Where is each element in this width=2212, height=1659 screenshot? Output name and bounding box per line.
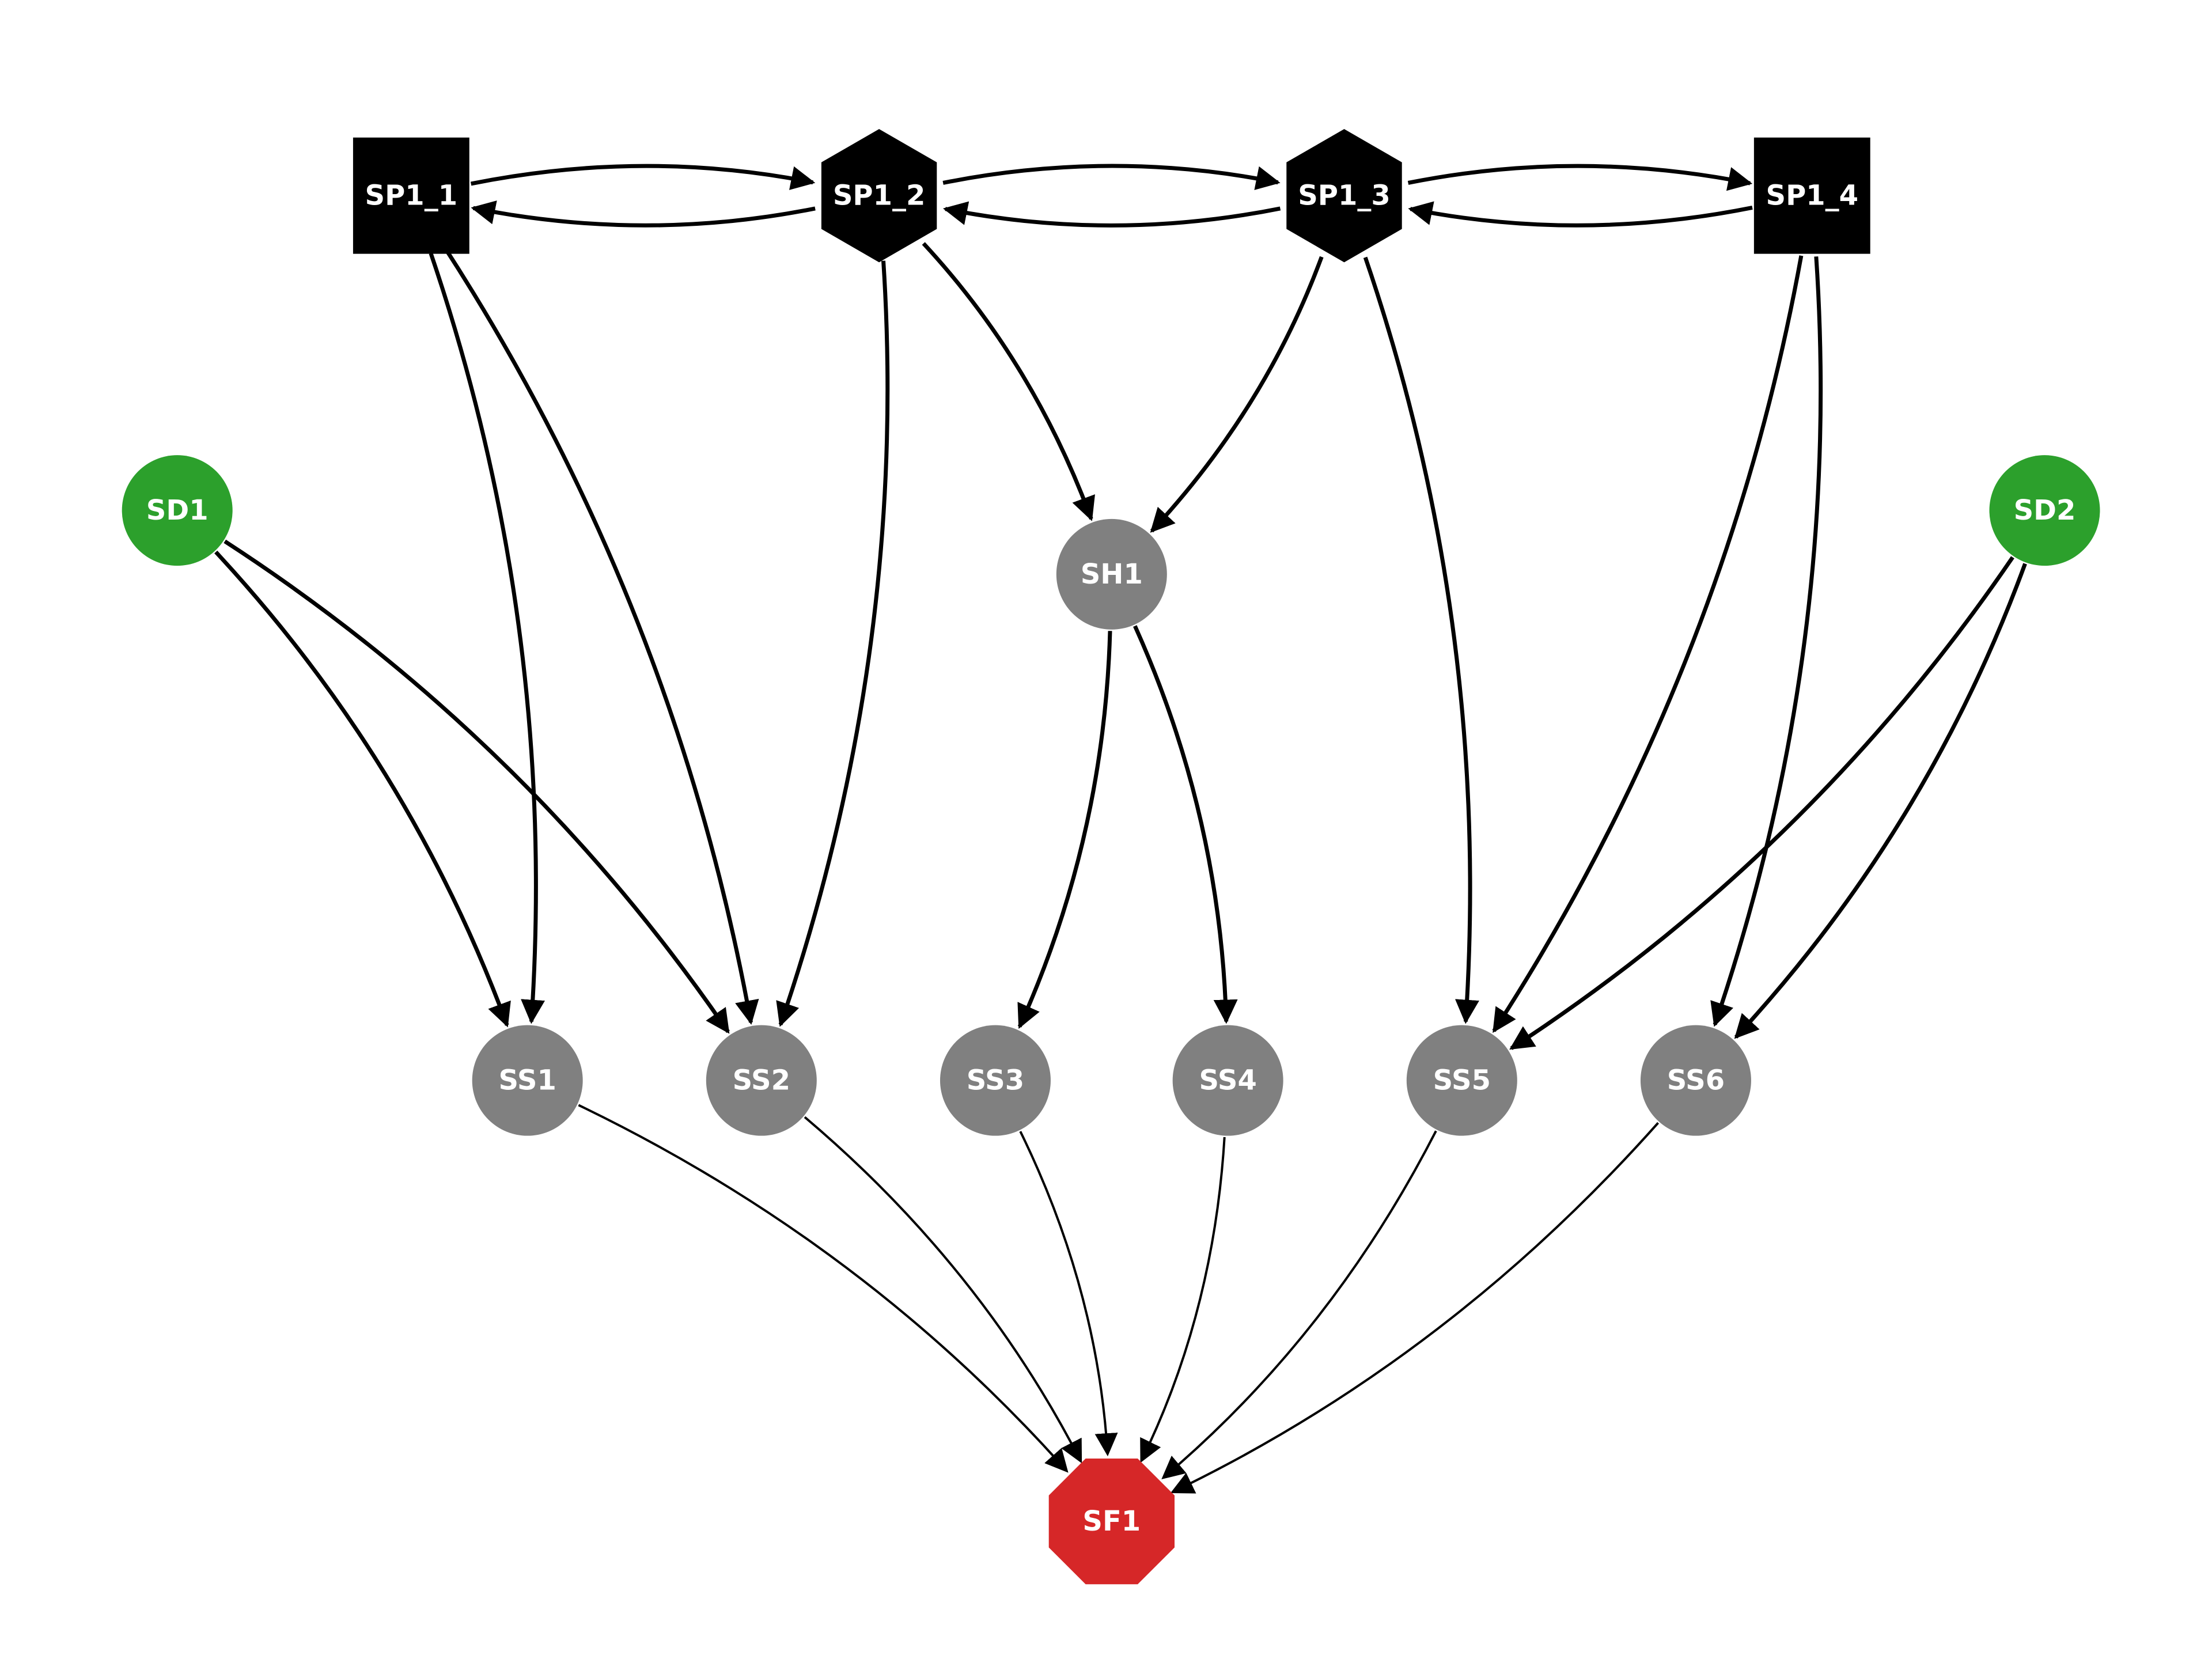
node-sf1-octagon (1048, 1459, 1175, 1585)
node-sp1_1: SP1_1 (353, 137, 469, 254)
edge-sp1_3-to-ss5 (1363, 256, 1479, 1024)
node-ss3: SS3 (940, 1025, 1051, 1136)
node-ss2-circle (706, 1025, 817, 1136)
edge-sp1_2-to-ss2 (776, 260, 890, 1027)
node-sp1_3-hexagon (1286, 129, 1402, 263)
node-ss5-circle (1406, 1025, 1517, 1136)
node-sd2: SD2 (1989, 455, 2100, 566)
node-sp1_2: SP1_2 (821, 129, 937, 263)
edge-layer (214, 164, 2027, 1494)
edge-sd2-to-ss5 (1509, 556, 2014, 1050)
node-sp1_1-square (353, 137, 469, 254)
edge-ss2-to-sf1 (804, 1116, 1082, 1464)
edge-sp1_3-to-sp1_4 (1407, 164, 1753, 191)
node-sp1_4: SP1_4 (1753, 137, 1870, 254)
edge-sh1-to-ss3 (1017, 631, 1112, 1029)
edge-sp1_4-to-ss5 (1492, 255, 1804, 1033)
node-ss1: SS1 (472, 1025, 583, 1136)
node-label-ss2: SS2 (733, 1065, 790, 1097)
edge-ss5-to-sf1 (1161, 1130, 1437, 1480)
edge-sd1-to-ss1 (214, 550, 511, 1028)
node-label-ss4: SS4 (1199, 1065, 1256, 1097)
edge-sp1_3-to-sh1 (1150, 256, 1324, 533)
edge-sd1-to-ss2 (224, 539, 730, 1034)
node-label-ss6: SS6 (1667, 1065, 1725, 1097)
node-sh1-circle (1056, 518, 1167, 630)
node-sd2-circle (1989, 455, 2100, 566)
node-label-sd2: SD2 (2014, 494, 2076, 527)
edge-sp1_2-to-sh1 (922, 242, 1095, 521)
edge-sp1_1-to-ss1 (429, 252, 545, 1024)
edge-sp1_2-to-sp1_3 (942, 164, 1281, 190)
node-ss3-circle (940, 1025, 1051, 1136)
edge-ss4-to-sf1 (1140, 1137, 1226, 1463)
node-ss5: SS5 (1406, 1025, 1517, 1136)
node-ss6-circle (1640, 1025, 1751, 1136)
node-sp1_2-hexagon (821, 129, 937, 263)
node-ss2: SS2 (706, 1025, 817, 1136)
node-ss6: SS6 (1640, 1025, 1751, 1136)
node-sp1_3: SP1_3 (1286, 129, 1402, 263)
node-label-sp1_1: SP1_1 (365, 180, 458, 212)
node-label-sh1: SH1 (1081, 558, 1143, 590)
node-ss1-circle (472, 1025, 583, 1136)
edge-sp1_4-to-ss6 (1710, 256, 1823, 1027)
edge-sp1_3-to-sp1_2 (942, 201, 1281, 228)
edge-ss1-to-sf1 (578, 1104, 1069, 1473)
node-label-ss5: SS5 (1433, 1065, 1491, 1097)
edge-sp1_1-to-sp1_2 (470, 164, 816, 190)
node-sd1: SD1 (122, 455, 233, 566)
edge-sp1_4-to-sp1_3 (1408, 201, 1753, 228)
node-label-sp1_3: SP1_3 (1298, 180, 1391, 212)
edge-sd2-to-ss6 (1734, 563, 2027, 1039)
node-label-sp1_4: SP1_4 (1766, 180, 1859, 212)
node-label-ss1: SS1 (498, 1065, 556, 1097)
edge-ss3-to-sf1 (1019, 1131, 1118, 1457)
edge-ss6-to-sf1 (1170, 1122, 1660, 1494)
node-ss4: SS4 (1172, 1025, 1283, 1136)
node-sf1: SF1 (1048, 1459, 1175, 1585)
node-label-sf1: SF1 (1082, 1505, 1141, 1537)
edge-sh1-to-ss4 (1133, 625, 1238, 1024)
node-label-sp1_2: SP1_2 (833, 180, 926, 212)
node-sh1: SH1 (1056, 518, 1167, 630)
edge-sp1_2-to-sp1_1 (471, 200, 816, 228)
node-label-sd1: SD1 (146, 494, 209, 527)
node-sp1_4-square (1753, 137, 1870, 254)
node-sd1-circle (122, 455, 233, 566)
node-ss4-circle (1172, 1025, 1283, 1136)
edge-sp1_1-to-ss2 (442, 245, 759, 1025)
node-label-ss3: SS3 (967, 1065, 1024, 1097)
